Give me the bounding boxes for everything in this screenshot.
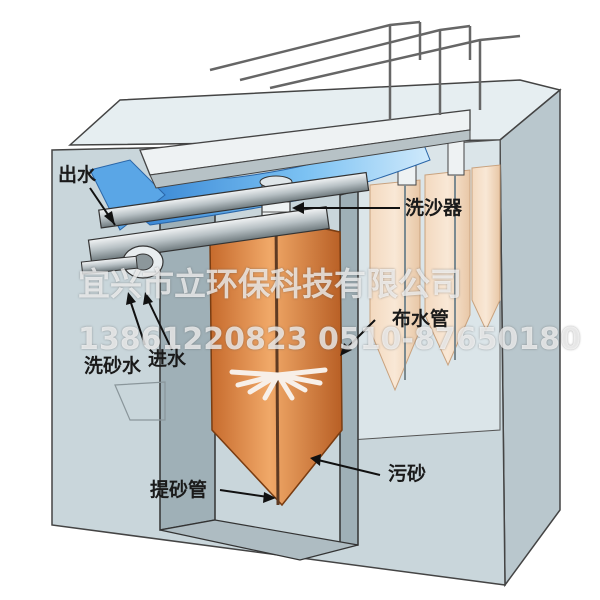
tank-floor-cut bbox=[159, 519, 359, 561]
back-filter-cells bbox=[369, 134, 501, 392]
label-sand-wash-water: 洗砂水 bbox=[84, 355, 142, 377]
annotation-arrows bbox=[89, 187, 400, 503]
sand-lift-pipe bbox=[274, 214, 280, 506]
inner-wall-right bbox=[339, 189, 359, 546]
sand-wash-water-pipe bbox=[80, 255, 138, 275]
label-inlet: 进水 bbox=[148, 348, 187, 370]
label-distribution-pipe: 布水管 bbox=[392, 308, 450, 330]
watermark-phone: 13861220823 0510-87650180 bbox=[78, 322, 581, 357]
label-dirty-sand: 污砂 bbox=[388, 463, 427, 485]
label-outlet: 出水 bbox=[58, 164, 97, 186]
watermark-company: 宜兴市立环保科技有限公司 bbox=[78, 265, 463, 303]
label-sand-washer: 洗沙器 bbox=[405, 197, 463, 219]
outlet-pipe bbox=[98, 171, 370, 229]
label-sand-lift-pipe: 提砂管 bbox=[150, 479, 208, 501]
distribution-arms bbox=[229, 367, 328, 401]
handrails bbox=[209, 20, 521, 120]
